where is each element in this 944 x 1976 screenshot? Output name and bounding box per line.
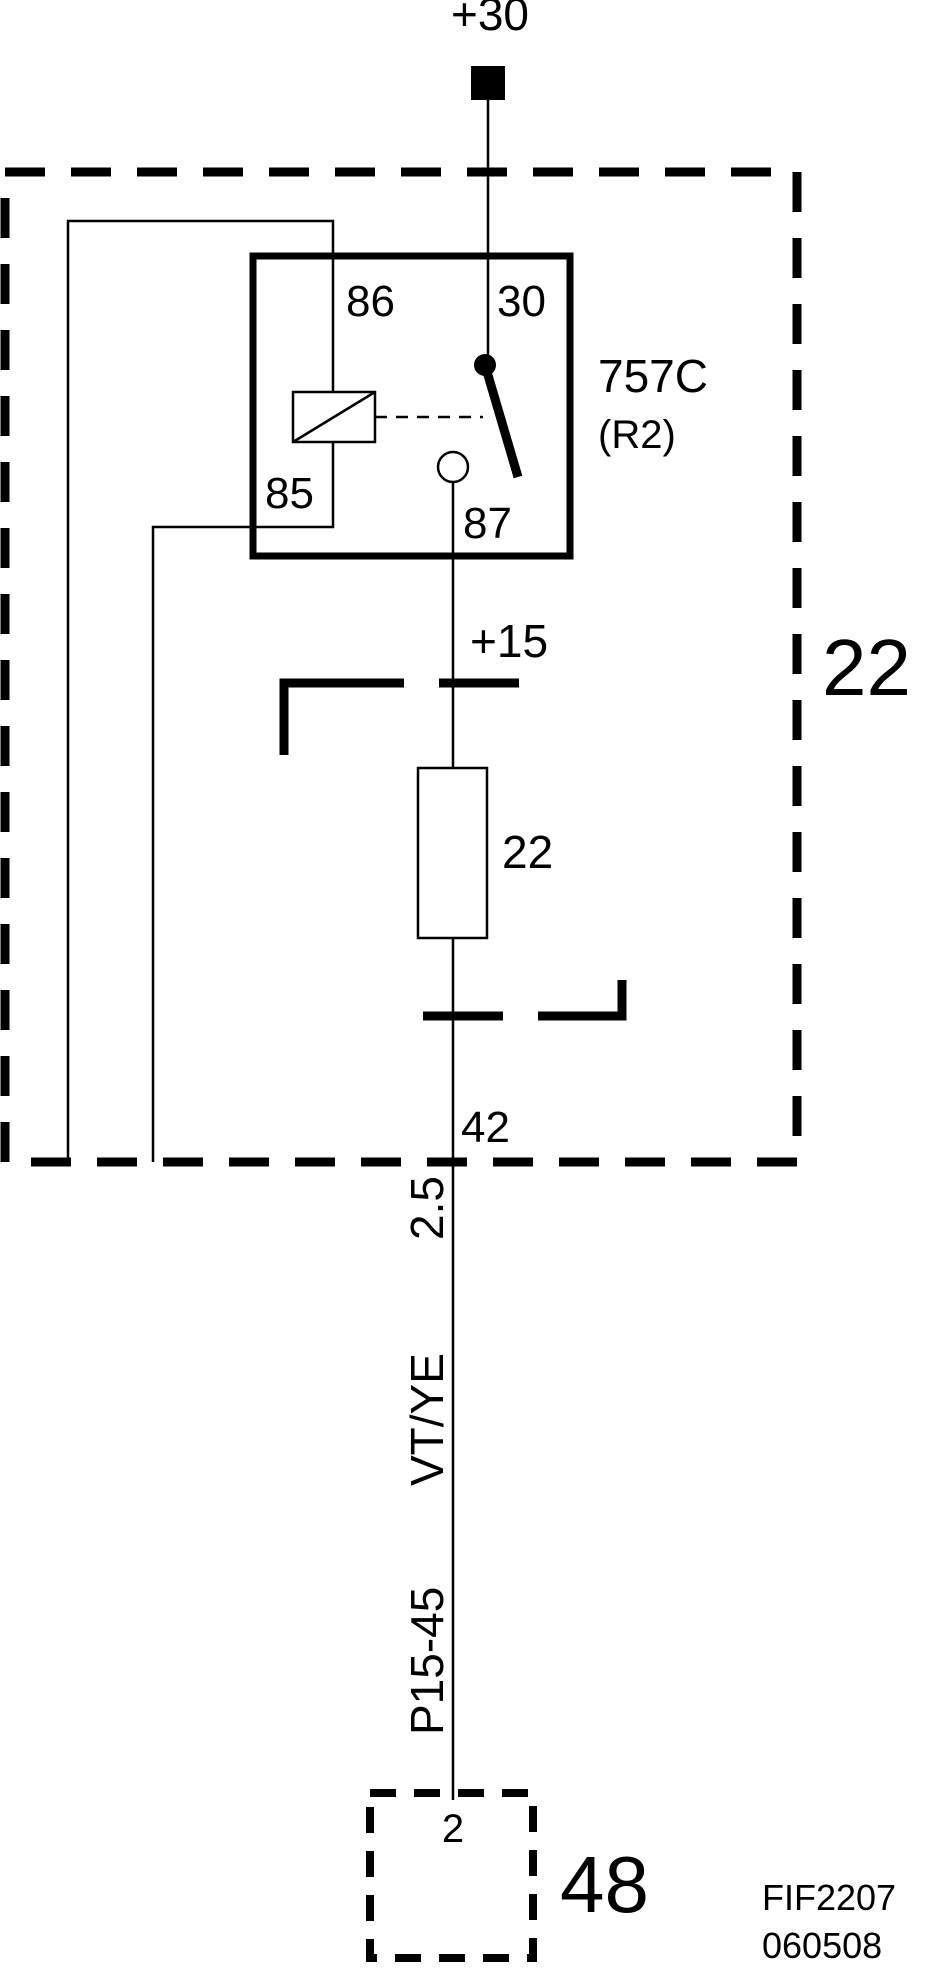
fuse-holder bbox=[279, 678, 627, 1021]
wire-color: VT/YE bbox=[401, 1353, 453, 1486]
wire-size: 2.5 bbox=[401, 1176, 453, 1240]
relay-pin-86: 86 bbox=[346, 277, 395, 326]
relay-pin-30: 30 bbox=[497, 277, 546, 326]
relay-code: (R2) bbox=[598, 413, 676, 457]
fuse-supply-label: +15 bbox=[470, 615, 548, 667]
figure-id: FIF2207 bbox=[762, 1877, 896, 1918]
relay-coil-diagonal bbox=[292, 390, 376, 444]
relay-name: 757C bbox=[598, 350, 708, 402]
module-number: 22 bbox=[822, 623, 911, 712]
module-outline bbox=[0, 167, 802, 1167]
wire-id: P15-45 bbox=[401, 1587, 453, 1735]
relay-pin-85: 85 bbox=[265, 469, 314, 518]
connector-number: 48 bbox=[560, 1840, 649, 1929]
fuse-number: 22 bbox=[502, 826, 553, 878]
relay-pin-87: 87 bbox=[463, 499, 512, 548]
relay-contact-87 bbox=[436, 450, 470, 484]
supply-terminal bbox=[471, 66, 505, 100]
wire-pin-85 bbox=[151, 442, 335, 1162]
supply-label: +30 bbox=[451, 0, 529, 40]
module-pin-label: 42 bbox=[461, 1103, 510, 1152]
relay-box bbox=[249, 252, 574, 560]
wire-pin-86 bbox=[66, 219, 335, 1162]
connector-pin: 2 bbox=[442, 1807, 464, 1851]
connector-outline bbox=[366, 1789, 537, 1962]
relay-switch-blade bbox=[480, 363, 523, 479]
figure-date: 060508 bbox=[762, 1925, 882, 1966]
fuse-element bbox=[416, 766, 489, 940]
